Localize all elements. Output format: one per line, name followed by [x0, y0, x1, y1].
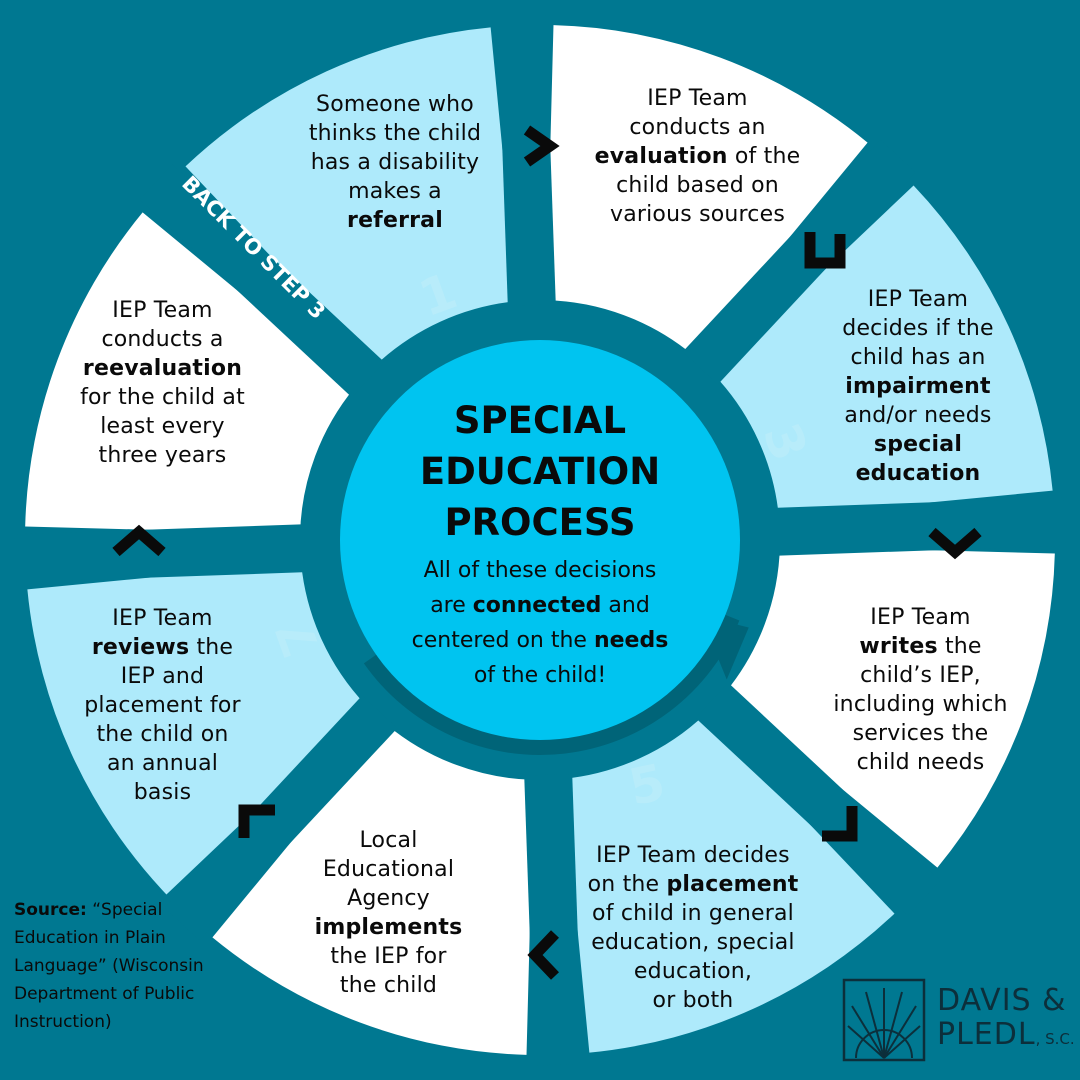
step-text-line: three years: [98, 443, 227, 468]
step-text-line: child has an: [850, 345, 986, 370]
step-text-line: IEP Team decides: [596, 843, 790, 868]
chevron-left-icon: [527, 930, 559, 980]
source-label: Source:: [14, 900, 87, 920]
step-segment: [185, 27, 517, 366]
step-text-line: implements: [314, 915, 463, 940]
step-segment: [563, 714, 895, 1053]
step-text-line: and/or needs: [844, 403, 992, 428]
step-text-line: education, special: [591, 930, 795, 955]
step-text-line: reviews the: [91, 635, 234, 660]
step-text-line: including which: [833, 692, 1008, 717]
step-text-line: conducts a: [101, 327, 224, 352]
chevron-corner-icon: [804, 232, 846, 269]
step-text-line: conducts an: [629, 115, 766, 140]
curved-arrow-icon: [363, 613, 740, 755]
step-text-line: services the: [852, 721, 989, 746]
step-segment: [25, 212, 355, 534]
center-subtitle-line: of the child!: [473, 663, 607, 688]
segment-gap: [682, 139, 916, 385]
center-title: SPECIAL EDUCATION PROCESS: [360, 395, 720, 548]
sunburst-logo-icon: [842, 978, 926, 1062]
center-title-line: SPECIAL: [453, 399, 627, 442]
step-text-line: special: [873, 432, 963, 457]
center-subtitle: All of these decisions are connected and c…: [380, 553, 700, 693]
source-citation: Source: “Special Education in Plain Lang…: [14, 896, 214, 1036]
step-text-line: least every: [100, 414, 225, 439]
segment-gap: [524, 774, 583, 1066]
step-text-line: evaluation of the: [594, 144, 801, 169]
center-title-line: PROCESS: [444, 501, 636, 544]
step-text-line: education,: [633, 959, 753, 984]
center-circle: [340, 340, 740, 740]
step-8-text: IEP Team conducts a reevaluation for the ch…: [65, 296, 260, 470]
step-5-text: IEP Team decides on the placement of child…: [578, 841, 808, 1015]
step-text-line: IEP Team: [112, 298, 213, 323]
step-text-line: education: [855, 461, 981, 486]
step-text-line: child’s IEP,: [860, 663, 981, 688]
step-3-text: IEP Team decides if the child has an impair…: [828, 285, 1008, 488]
step-segment: [714, 185, 1053, 517]
chevron-right-icon: [523, 125, 560, 167]
step-text-line: has a disability: [310, 150, 480, 175]
step-1-text: Someone who thinks the child has a disabil…: [305, 90, 485, 235]
step-text-line: Someone who: [316, 92, 474, 117]
chevron-up-icon: [112, 524, 166, 557]
step-text-line: IEP Team: [647, 86, 748, 111]
step-text-line: child based on: [616, 173, 779, 198]
step-text-line: on the placement: [587, 872, 799, 897]
step-text-line: makes a referral: [347, 179, 443, 233]
step-text-line: an annual: [106, 751, 219, 776]
step-text-line: IEP Team: [112, 606, 213, 631]
segment-gap: [139, 164, 385, 398]
step-text-line: various sources: [609, 202, 786, 227]
center-subtitle-line: centered on the needs: [411, 628, 669, 653]
logo-line-2: PLEDL: [937, 1017, 1036, 1052]
step-text-line: decides if the: [842, 316, 994, 341]
step-segment: [725, 546, 1055, 868]
step-text-line: reevaluation: [82, 356, 243, 381]
logo-suffix: , S.C.: [1035, 1030, 1075, 1048]
company-logo-text: DAVIS & PLEDL, S.C.: [937, 984, 1075, 1056]
step-text-line: Local: [359, 828, 418, 853]
center-subtitle-line: are connected and: [430, 593, 650, 618]
step-text-line: Agency: [347, 886, 430, 911]
segment-gap: [164, 695, 398, 941]
step-text-line: child needs: [856, 750, 985, 775]
step-text-line: thinks the child: [308, 121, 482, 146]
step-text-line: the IEP for: [330, 944, 447, 969]
step-text-line: IEP Team: [867, 287, 969, 312]
step-text-line: of child in general: [592, 901, 794, 926]
step-text-line: placement for: [84, 693, 241, 718]
step-text-line: impairment: [845, 374, 991, 399]
step-text-line: IEP and: [120, 664, 205, 689]
step-text-line: writes the: [859, 634, 982, 659]
chevron-down-icon: [928, 527, 982, 560]
step-6-number: 6: [414, 753, 462, 817]
step-text-line: for the child at: [80, 385, 245, 410]
chevron-corner-icon: [822, 806, 858, 842]
step-4-text: IEP Team writes the child’s IEP, including …: [818, 603, 1023, 777]
segment-gap: [774, 497, 1066, 556]
step-segment: [212, 725, 534, 1055]
step-text-line: the child on: [96, 722, 229, 747]
step-text-line: the child: [339, 973, 438, 998]
chevron-corner-icon: [238, 804, 275, 838]
step-text-line: or both: [652, 988, 734, 1013]
step-segment: [27, 563, 366, 895]
center-title-line: EDUCATION: [419, 450, 661, 493]
source-text: “Special Education in Plain Language” (W…: [14, 900, 204, 1032]
step-text-line: Educational: [322, 857, 455, 882]
center-subtitle-line: All of these decisions: [423, 558, 657, 583]
step-2-text: IEP Team conducts an evaluation of the chil…: [585, 84, 810, 229]
step-text-line: basis: [133, 780, 192, 805]
segment-gap: [695, 682, 941, 916]
step-5-number: 5: [623, 753, 671, 817]
step-segment: [546, 25, 868, 355]
step-text-line: IEP Team: [870, 605, 971, 630]
logo-line-1: DAVIS &: [937, 983, 1067, 1018]
